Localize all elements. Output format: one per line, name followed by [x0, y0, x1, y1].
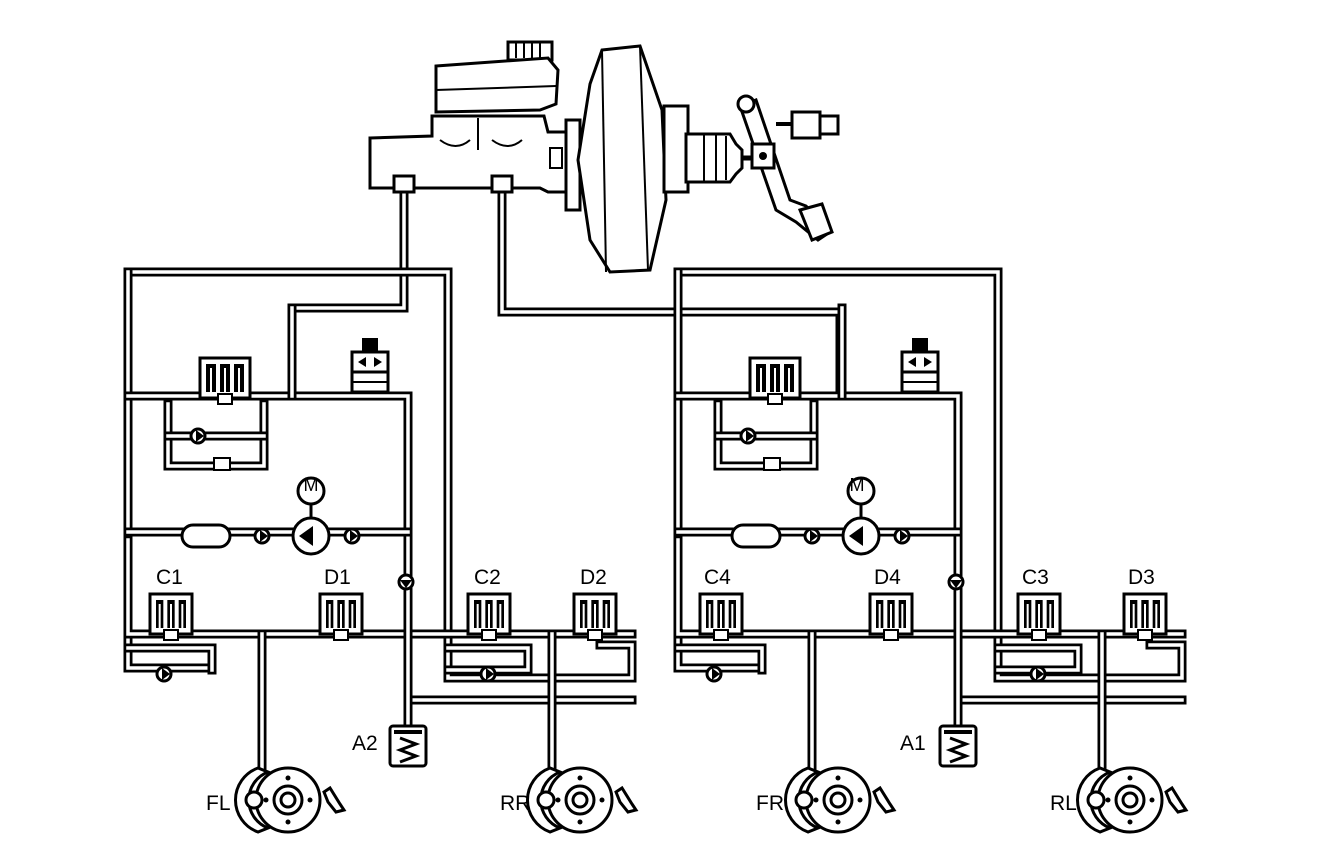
restrictor-icon [213, 457, 231, 471]
damper-chamber-icon [730, 523, 782, 549]
check-valve-icon [1029, 665, 1047, 683]
pump-motor-icon [291, 476, 331, 556]
abs-modulators [148, 338, 1189, 834]
inlet-valve-c [466, 592, 512, 641]
outlet-valve-d [572, 592, 618, 641]
brake-pedal [736, 94, 834, 242]
label-c3: C3 [1022, 566, 1049, 589]
pump-motor-icon [841, 476, 881, 556]
wheel-rl [1075, 766, 1189, 834]
label-a2: A2 [352, 732, 378, 755]
wheel-speed-sensor-icon [872, 785, 897, 814]
brake-line [673, 267, 1187, 683]
label-rl: RL [1050, 792, 1077, 815]
brake-line [123, 391, 637, 705]
wheel-speed-sensor-icon [614, 785, 639, 814]
brake-booster [576, 44, 760, 274]
brake-light-switch-icon [776, 110, 840, 140]
check-valve-icon [947, 573, 965, 591]
label-c1: C1 [156, 566, 183, 589]
damper-chamber-icon [180, 523, 232, 549]
check-valve-icon [253, 527, 271, 545]
solenoid-valve-icon [350, 338, 390, 394]
outlet-valve-d [1122, 592, 1168, 641]
label-rr: RR [500, 792, 530, 815]
inlet-valve-c [698, 592, 744, 641]
label-d1: D1 [324, 566, 351, 589]
hydraulic-lines [123, 185, 1187, 775]
check-valve-icon [893, 527, 911, 545]
wheel-fl [233, 766, 347, 834]
label-a1: A1 [900, 732, 926, 755]
brake-line [123, 643, 217, 675]
brake-line [673, 267, 765, 673]
restrictor-icon [763, 457, 781, 471]
brake-line [673, 391, 1187, 705]
wheel-rr [525, 766, 639, 834]
check-valve-icon [189, 427, 207, 445]
motor-labels: M M [304, 475, 865, 495]
brake-line [123, 267, 637, 683]
check-valve-icon [705, 665, 723, 683]
check-valve-icon [803, 527, 821, 545]
accumulator-a2-icon [388, 724, 428, 768]
brake-line [123, 267, 215, 673]
brake-line [123, 535, 637, 639]
label-fl: FL [206, 792, 231, 815]
wheel-fr [783, 766, 897, 834]
brake-line [673, 643, 767, 675]
accumulator-a1-icon [938, 724, 978, 768]
label-d2: D2 [580, 566, 607, 589]
master-cylinder [368, 40, 582, 212]
outlet-valve-d [868, 592, 914, 641]
outlet-valve-d [318, 592, 364, 641]
wheel-speed-sensor-icon [322, 785, 347, 814]
check-valve-icon [397, 573, 415, 591]
accumulator-labels: A2 A1 [352, 732, 926, 755]
motor-label-left: M [304, 475, 319, 495]
motor-label-right: M [850, 475, 865, 495]
solenoid-valve-icon [900, 338, 940, 394]
label-fr: FR [756, 792, 784, 815]
label-c2: C2 [474, 566, 501, 589]
brake-line [673, 535, 1187, 639]
label-d3: D3 [1128, 566, 1155, 589]
brake-line [287, 185, 409, 313]
inlet-valve-block [748, 356, 802, 405]
label-d4: D4 [874, 566, 901, 589]
check-valve-icon [479, 665, 497, 683]
valve-labels: C1 D1 C2 D2 C4 D4 C3 D3 [156, 566, 1155, 589]
check-valve-icon [343, 527, 361, 545]
inlet-valve-c [148, 592, 194, 641]
label-c4: C4 [704, 566, 731, 589]
wheel-labels: FL RR FR RL [206, 792, 1077, 815]
inlet-valve-c [1016, 592, 1062, 641]
check-valve-icon [739, 427, 757, 445]
wheel-speed-sensor-icon [1164, 785, 1189, 814]
check-valve-icon [155, 665, 173, 683]
inlet-valve-block [198, 356, 252, 405]
